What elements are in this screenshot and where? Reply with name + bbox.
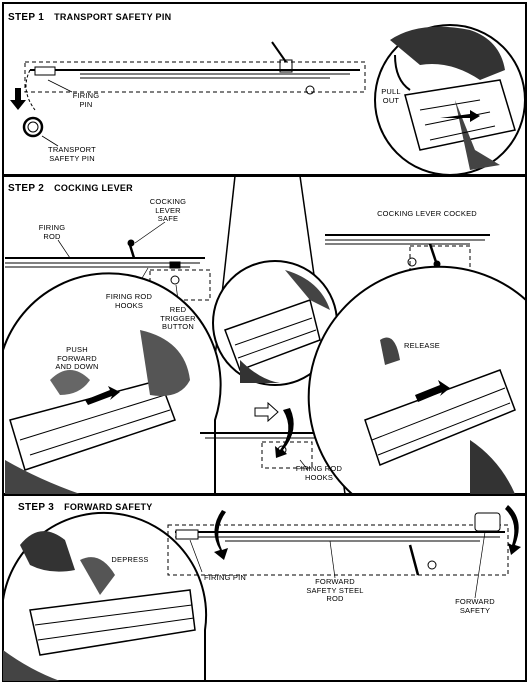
step2-middle-illustration	[212, 260, 338, 386]
label-forward-safety-steel-rod: FORWARD SAFETY STEEL ROD	[306, 577, 364, 603]
step3-leader-lines	[189, 531, 486, 599]
label-firing-rod-hooks: FIRING ROD HOOKS	[105, 292, 153, 310]
step2-lower-launcher	[200, 432, 330, 471]
down-arrow-icon	[10, 88, 26, 110]
label-cocking-lever-cocked: COCKING LEVER COCKED	[377, 209, 477, 218]
label-red-trigger-button: RED TRIGGER BUTTON	[160, 305, 196, 331]
curved-arrow-left-icon	[214, 510, 228, 560]
step3-launcher-drawing	[167, 512, 509, 576]
label-transport-safety-pin: TRANSPORT SAFETY PIN	[48, 145, 96, 163]
label-pull-out: PULL OUT	[381, 87, 401, 105]
step2-push-illustration	[1, 272, 222, 495]
step1-launcher-drawing	[24, 41, 366, 111]
step1-title: TRANSPORT SAFETY PIN	[54, 12, 172, 22]
curved-arrow-right-icon	[505, 505, 521, 555]
step3-number: STEP 3	[18, 502, 55, 513]
step1-heading: STEP 1 TRANSPORT SAFETY PIN	[8, 12, 171, 23]
step1-hands-illustration	[374, 24, 526, 176]
step2-title: COCKING LEVER	[54, 183, 133, 193]
step2-release-illustration	[307, 265, 527, 495]
step1-number: STEP 1	[8, 12, 45, 23]
label-firing-rod: FIRING ROD	[38, 223, 66, 241]
transport-safety-pin-ring	[22, 116, 44, 138]
label-depress: DEPRESS	[111, 555, 149, 564]
label-firing-pin: FIRING PIN	[72, 91, 100, 109]
step3-depress-illustration	[2, 511, 208, 682]
curved-arrow-icon	[275, 408, 294, 458]
label-firing-rod-hooks-lower: FIRING ROD HOOKS	[295, 464, 343, 482]
step3-title: FORWARD SAFETY	[64, 502, 153, 512]
right-arrow-icon	[254, 401, 279, 423]
step2-number: STEP 2	[8, 183, 45, 194]
step2-heading: STEP 2 COCKING LEVER	[8, 183, 133, 194]
step3-heading: STEP 3 FORWARD SAFETY	[18, 502, 153, 513]
label-push-forward-and-down: PUSH FORWARD AND DOWN	[55, 345, 99, 371]
label-forward-safety: FORWARD SAFETY	[455, 597, 495, 615]
label-release: RELEASE	[404, 341, 440, 350]
label-cocking-lever-safe: COCKING LEVER SAFE	[149, 197, 187, 223]
label-firing-pin-step3: FIRING PIN	[203, 573, 246, 582]
